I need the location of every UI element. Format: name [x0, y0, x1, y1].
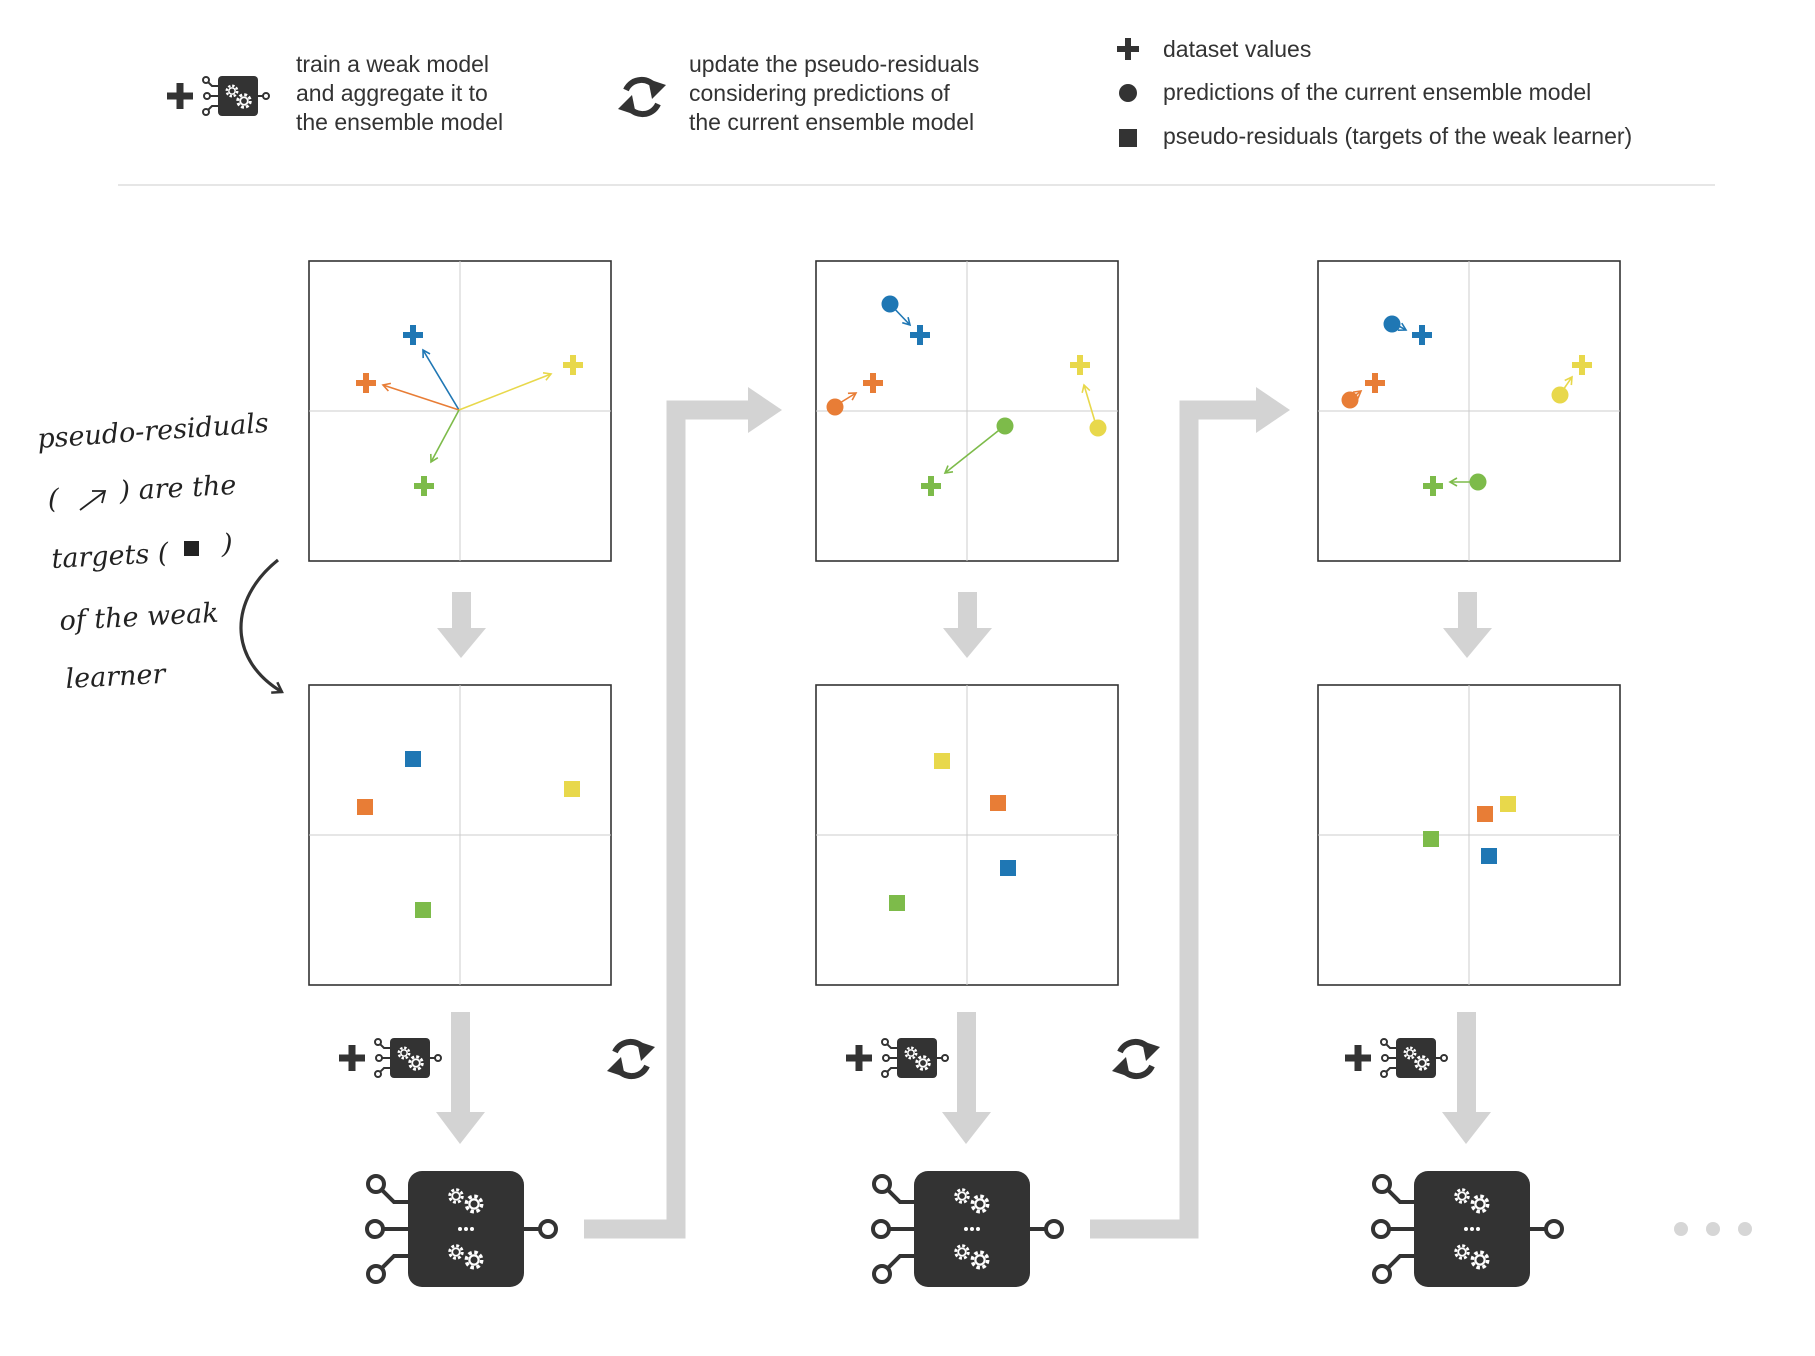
legend-update-line-3: the current ensemble model — [689, 109, 975, 135]
plus-marker-yellow-col2 — [1070, 355, 1090, 375]
flow-arrow-down-col1-bottom — [436, 1012, 485, 1144]
flow-arrow-down-col3-top — [1443, 592, 1492, 658]
annotation-line-3-close: ) — [221, 529, 233, 560]
circle-marker-blue-col3 — [1383, 315, 1401, 333]
square-marker-green-col3 — [1423, 831, 1439, 847]
legend-dataset-values-label: dataset values — [1163, 36, 1312, 62]
legend-square-icon — [1119, 129, 1137, 147]
flow-arrow-return-1 — [584, 387, 782, 1239]
legend-update-line-1: update the pseudo-residuals — [689, 51, 980, 77]
circle-marker-orange-col3 — [1341, 391, 1359, 409]
annotation-line-3-text: targets ( — [51, 538, 171, 575]
legend-train-text: train a weak model and aggregate it to t… — [296, 50, 503, 137]
square-marker-yellow-col3 — [1500, 796, 1516, 812]
plus-marker-orange-col1 — [356, 373, 376, 393]
residual-arrow-yellow — [1081, 383, 1097, 426]
legend-update-line-2: considering predictions of — [689, 80, 950, 106]
residual-arrow-orange — [381, 382, 460, 411]
plus-marker-blue-col1 — [403, 325, 423, 345]
plus-marker-yellow-col3 — [1572, 355, 1592, 375]
circle-marker-yellow-col3 — [1551, 386, 1569, 404]
flow-arrow-down-col1-top — [437, 592, 486, 658]
ensemble-model-chip-icon-col2 — [873, 1171, 1062, 1287]
panel-col2-top — [815, 260, 1119, 562]
annotation-square-icon — [184, 541, 199, 556]
refresh-cycle-icon-2 — [1112, 1041, 1160, 1077]
ellipsis-dots-icon — [1674, 1222, 1752, 1236]
square-marker-blue-col2 — [1000, 860, 1016, 876]
plus-marker-blue-col3 — [1412, 325, 1432, 345]
panel-col3-top — [1317, 260, 1621, 562]
legend-train-line-2: and aggregate it to — [296, 80, 488, 106]
legend-circle-icon — [1119, 84, 1137, 102]
plus-marker-green-col3 — [1423, 476, 1443, 496]
circle-marker-green-col3 — [1469, 473, 1487, 491]
dataset-plus-markers — [356, 325, 1592, 496]
panel-col2-bottom — [815, 684, 1119, 986]
square-marker-blue-col3 — [1481, 848, 1497, 864]
weak-model-icon-col1 — [339, 1038, 441, 1078]
square-marker-blue-col1 — [405, 751, 421, 767]
ensemble-model-chip-icon-col3 — [1373, 1171, 1562, 1287]
panel-grid — [308, 260, 1621, 986]
legend-train-line-3: the ensemble model — [296, 109, 504, 135]
square-marker-orange-col1 — [357, 799, 373, 815]
residual-arrow-blue — [422, 348, 460, 411]
circle-marker-orange-col2 — [826, 398, 844, 416]
plus-marker-green-col2 — [921, 476, 941, 496]
flow-arrow-down-col3-bottom — [1442, 1012, 1491, 1144]
annotation-line-5: learner — [65, 659, 168, 695]
legend-weak-model-icon — [167, 76, 269, 116]
weak-model-icon-col2 — [846, 1038, 948, 1078]
handwritten-annotation: pseudo-residuals ( ) are the targets ( )… — [36, 408, 282, 695]
square-marker-yellow-col2 — [934, 753, 950, 769]
annotation-line-2-open: ( — [48, 484, 60, 515]
flow-arrow-down-col2-bottom — [942, 1012, 991, 1144]
residual-arrow-yellow — [458, 372, 553, 411]
annotation-line-1: pseudo-residuals — [36, 408, 269, 455]
plus-marker-blue-col2 — [910, 325, 930, 345]
square-marker-orange-col2 — [990, 795, 1006, 811]
square-marker-yellow-col1 — [564, 781, 580, 797]
flow-arrow-return-2 — [1090, 387, 1290, 1239]
legend-refresh-cycle-icon — [618, 79, 666, 115]
circle-marker-blue-col2 — [881, 295, 899, 313]
annotation-arrow-icon — [79, 490, 107, 511]
plus-marker-green-col1 — [414, 476, 434, 496]
circle-marker-green-col2 — [996, 417, 1014, 435]
plus-marker-orange-col2 — [863, 373, 883, 393]
refresh-cycle-icon-1 — [607, 1041, 655, 1077]
prediction-circle-markers — [826, 295, 1569, 491]
annotation-curved-arrow — [239, 558, 282, 692]
legend-plus-icon — [1117, 38, 1139, 60]
legend-train-line-1: train a weak model — [296, 51, 490, 77]
legend-pseudo-residuals-label: pseudo-residuals (targets of the weak le… — [1163, 123, 1633, 149]
legend-predictions-label: predictions of the current ensemble mode… — [1163, 79, 1592, 105]
annotation-line-2-rest: ) are the — [118, 470, 237, 507]
pseudo-residual-square-markers — [357, 751, 1516, 918]
panel-col1-top — [308, 260, 612, 562]
plus-marker-yellow-col1 — [563, 355, 583, 375]
square-marker-green-col1 — [415, 902, 431, 918]
panel-col3-bottom — [1317, 684, 1621, 986]
square-marker-green-col2 — [889, 895, 905, 911]
residual-arrow-green — [943, 426, 1004, 475]
legend-update-text: update the pseudo-residuals considering … — [689, 50, 979, 137]
flow-arrow-down-col2-top — [943, 592, 992, 658]
ensemble-model-chip-icon-col1 — [367, 1171, 556, 1287]
residual-arrow-green — [429, 409, 460, 464]
plus-marker-orange-col3 — [1365, 373, 1385, 393]
panel-col1-bottom — [308, 684, 612, 986]
panel-col1-top-marks — [381, 348, 553, 464]
weak-model-icon-col3 — [1345, 1038, 1447, 1078]
annotation-line-4: of the weak — [59, 598, 220, 637]
circle-marker-yellow-col2 — [1089, 419, 1107, 437]
square-marker-orange-col3 — [1477, 806, 1493, 822]
